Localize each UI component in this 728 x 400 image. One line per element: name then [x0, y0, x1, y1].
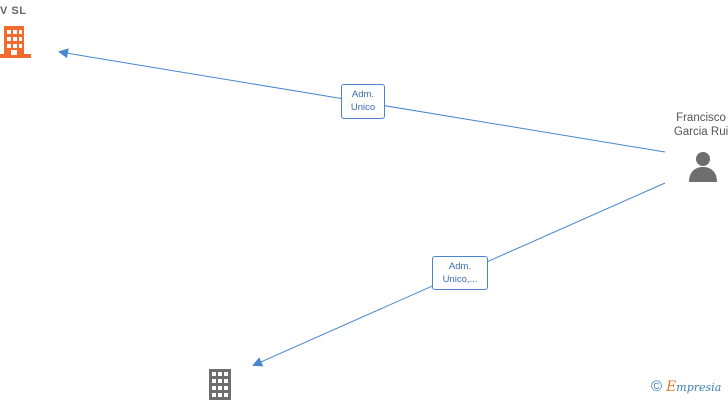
brand-name: mpresia — [676, 381, 722, 394]
edge-label-adm-unico[interactable]: Adm. Unico — [341, 84, 385, 119]
person-icon[interactable] — [688, 151, 718, 182]
building-icon[interactable] — [208, 369, 232, 400]
person-label-line2: Garcia Rui — [673, 126, 728, 138]
copyright-symbol: © — [651, 378, 663, 395]
person-label[interactable]: Francisco Garcia Rui — [666, 111, 728, 139]
edge-label-line1: Adm. — [448, 261, 472, 272]
edge-label-line1: Adm. — [351, 89, 375, 100]
building-icon[interactable] — [0, 24, 31, 58]
empresia-watermark: ©Empresia — [651, 378, 721, 395]
edge-label-line2: Unico — [350, 102, 376, 113]
person-label-line1: Francisco — [676, 112, 726, 124]
edge-label-adm-unico-more[interactable]: Adm. Unico,... — [432, 256, 488, 290]
edge-label-line2: Unico,... — [442, 274, 478, 285]
company-top-label[interactable]: V SL — [0, 5, 27, 17]
brand-initial: E — [666, 379, 677, 395]
